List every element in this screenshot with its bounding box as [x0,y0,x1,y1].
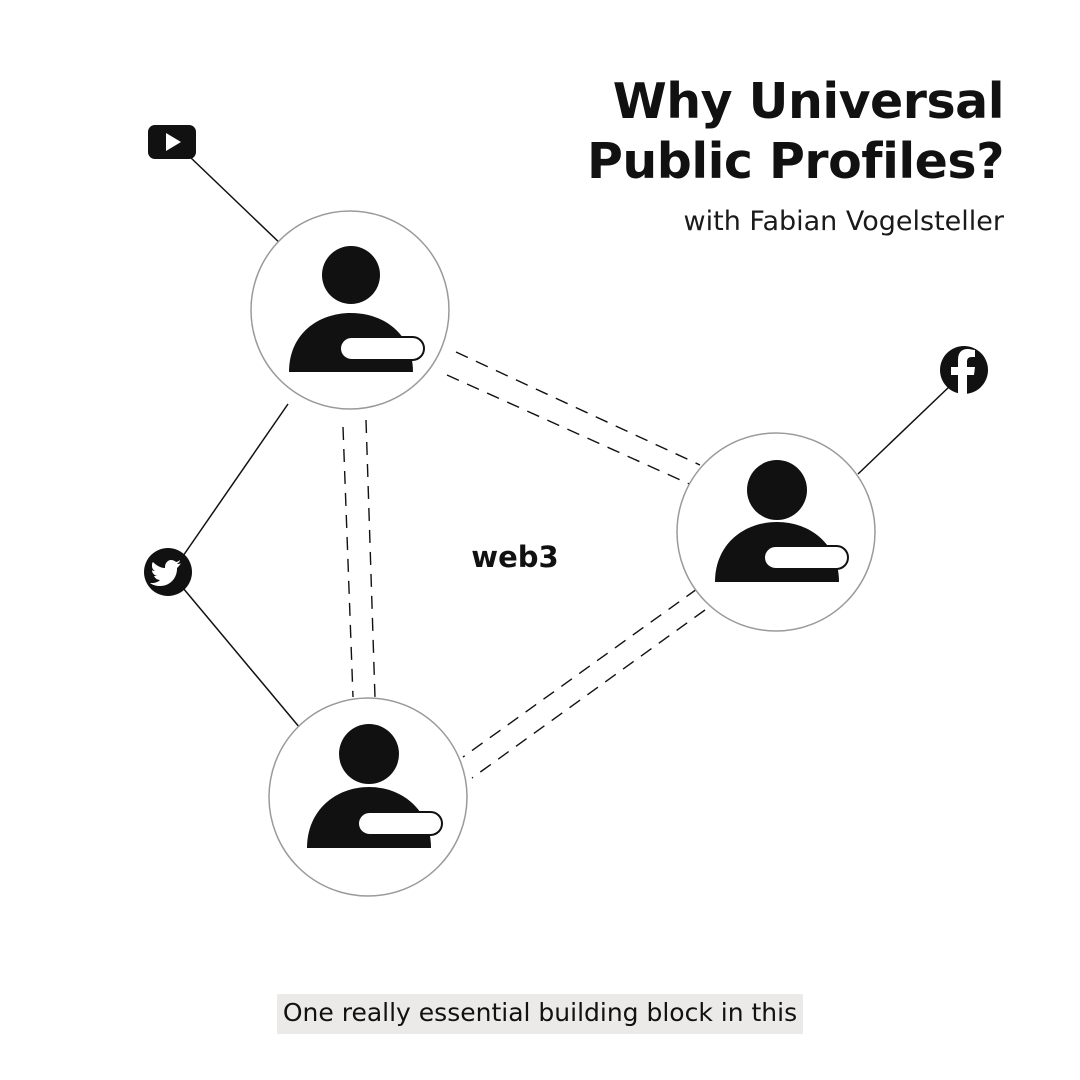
profile-node-right [676,432,876,632]
person-with-card-icon [307,724,443,848]
title-line-1: Why Universal [612,73,1005,130]
connector-twitter-top-line [182,403,289,557]
person-with-card-icon [715,460,849,582]
connector-twitter-bottom-line [182,587,301,729]
profile-node-top [250,210,450,410]
facebook-icon [940,346,988,394]
dashed-link-bottom-right [462,588,706,779]
center-label: web3 [471,540,558,574]
twitter-icon [144,548,192,596]
youtube-icon [148,125,196,159]
dashed-link-left [342,419,376,699]
dashed-link-top-right [446,351,701,488]
caption-container: One really essential building block in t… [0,994,1080,1034]
title-block: Why Universal Public Profiles? with Fabi… [586,72,1005,242]
video-caption: One really essential building block in t… [276,994,804,1034]
subtitle: with Fabian Vogelsteller [683,206,1004,237]
person-with-card-icon [289,246,425,372]
title-line-2: Public Profiles? [586,133,1005,190]
profile-node-bottom [268,697,468,897]
connector-youtube-line [189,156,285,248]
connector-facebook-line [857,385,951,475]
